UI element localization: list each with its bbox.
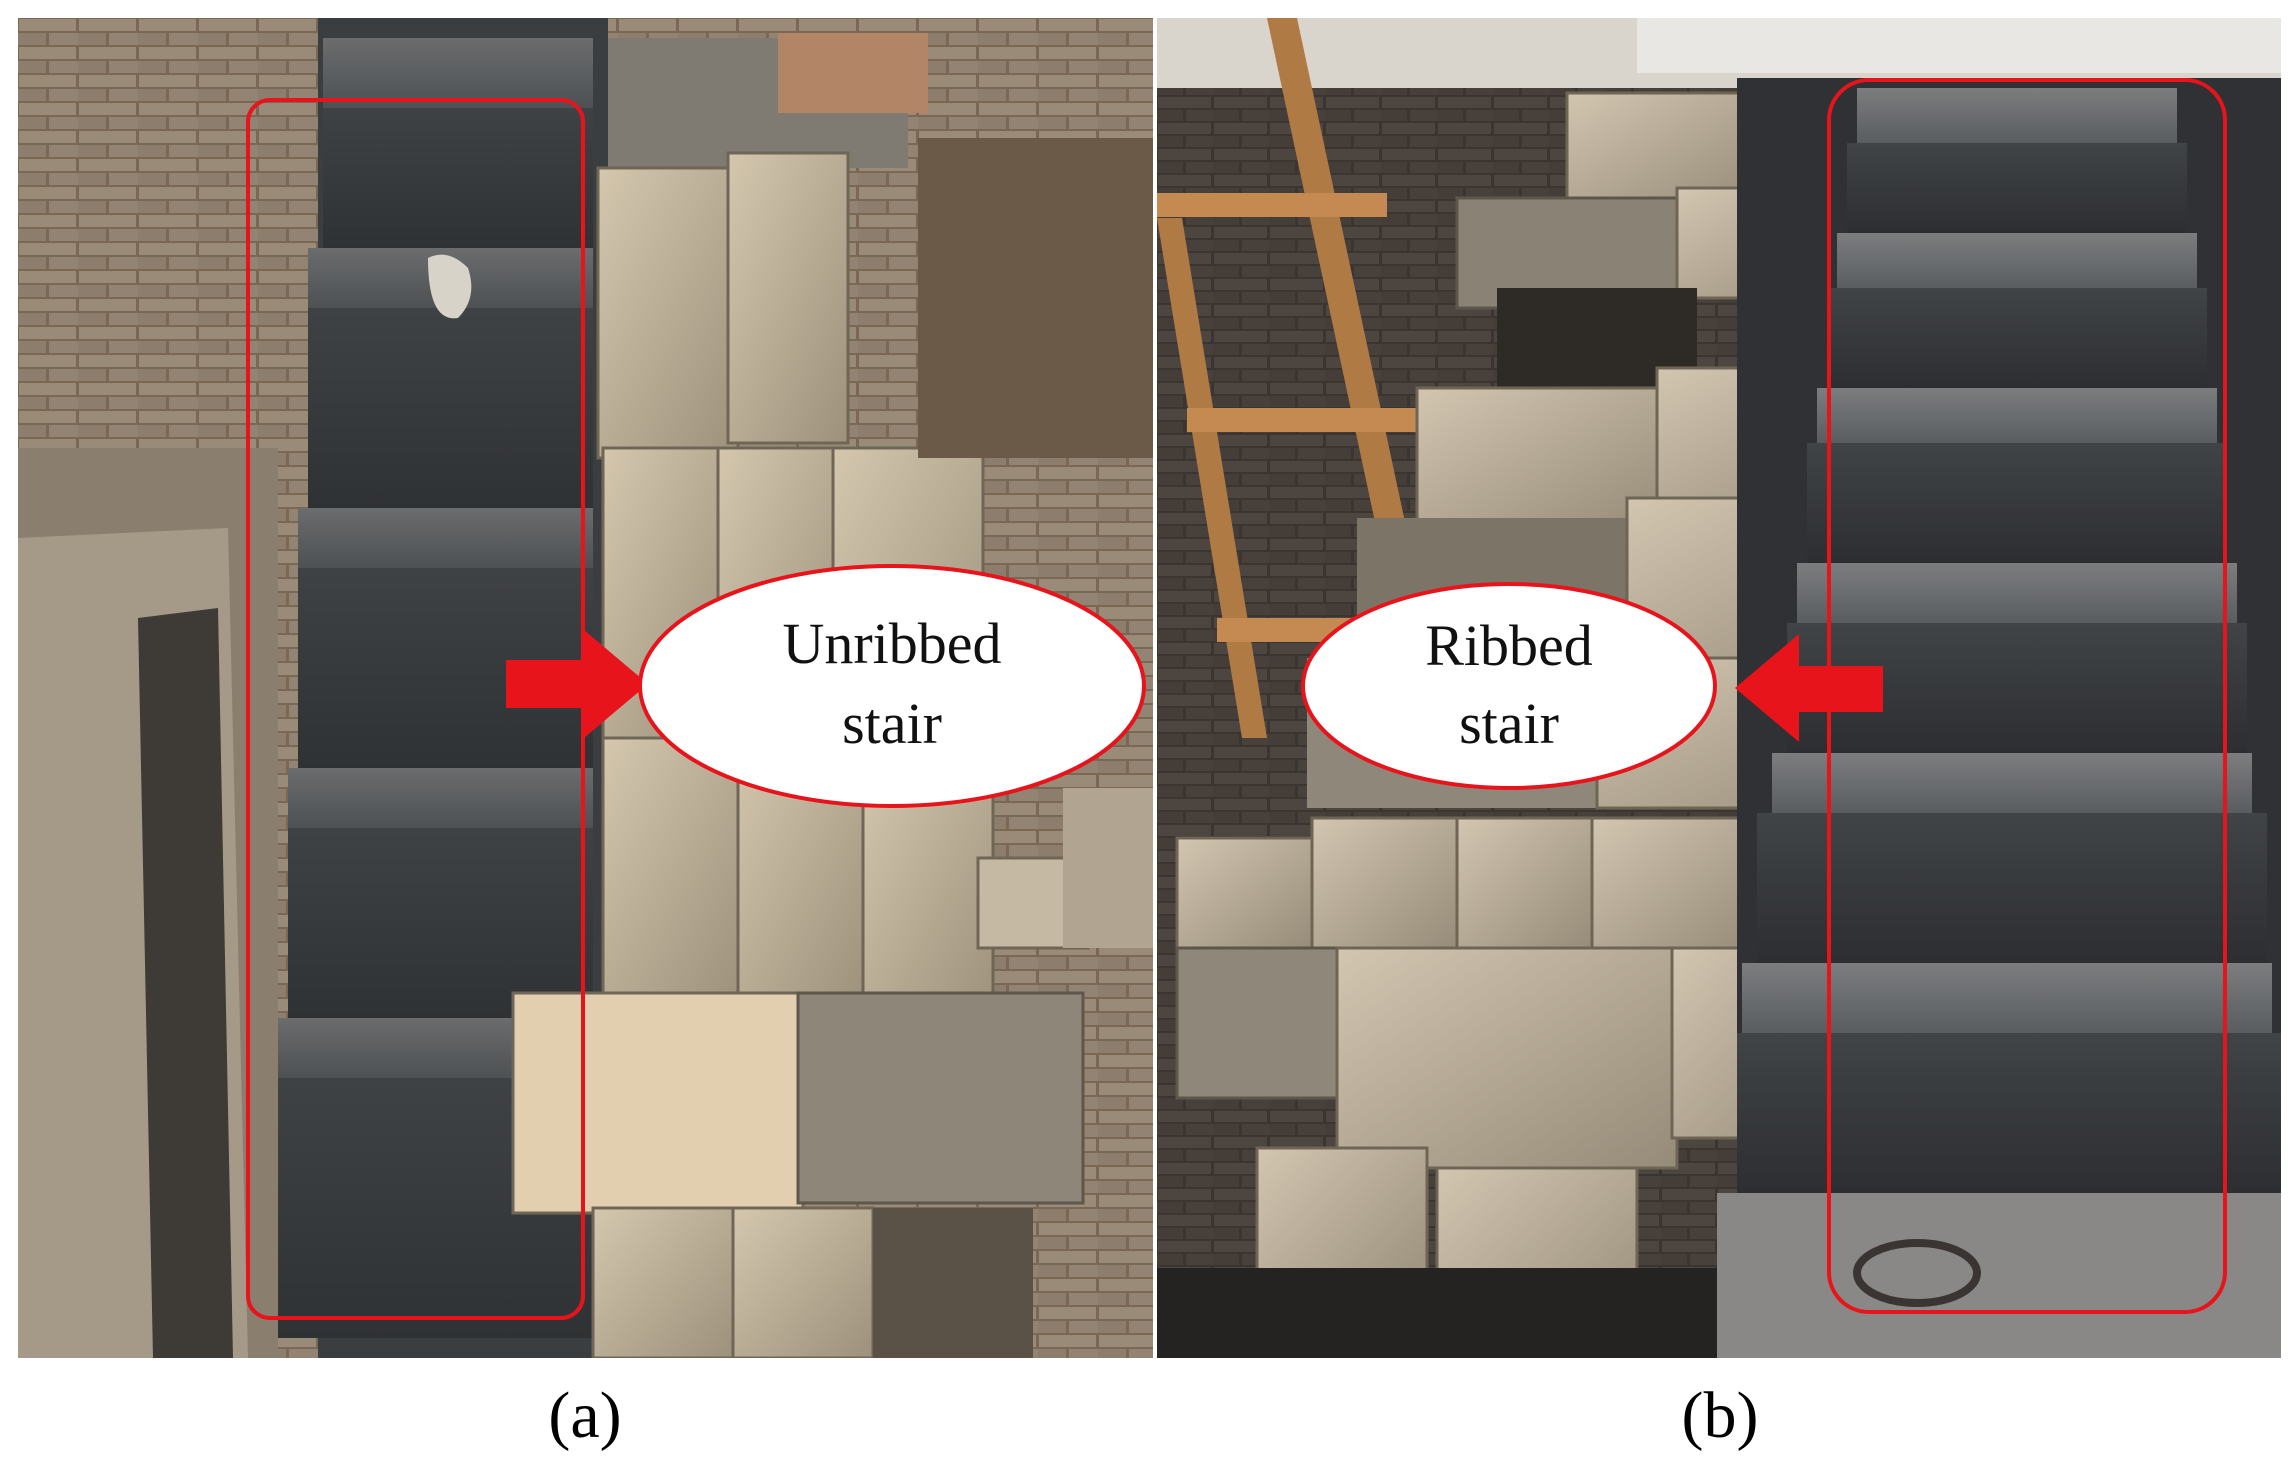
caption-a: (a)	[548, 1379, 622, 1452]
photo-unribbed-stair: Unribbed stair	[18, 18, 1153, 1358]
left-trench	[138, 608, 233, 1358]
unribbed-label-line2: stair	[842, 691, 942, 756]
ribbed-label-line2: stair	[1459, 691, 1559, 756]
unribbed-label-ellipse	[638, 564, 1146, 808]
arrow-left-icon	[1735, 634, 1883, 742]
caption-b: (b)	[1681, 1379, 1759, 1452]
ribbed-label-line1: Ribbed	[1425, 613, 1593, 678]
arrow-right-icon	[506, 630, 648, 738]
photo-panel-ribbed: Ribbed stair	[1157, 18, 2281, 1358]
photo-ribbed-stair: Ribbed stair	[1157, 18, 2281, 1358]
ribbed-stair-specimen	[1717, 78, 2281, 1358]
unribbed-label-line1: Unribbed	[782, 611, 1001, 676]
photo-panel-unribbed: Unribbed stair	[18, 18, 1153, 1358]
unribbed-highlight-box	[246, 98, 585, 1320]
ribbed-label-ellipse	[1301, 582, 1717, 790]
